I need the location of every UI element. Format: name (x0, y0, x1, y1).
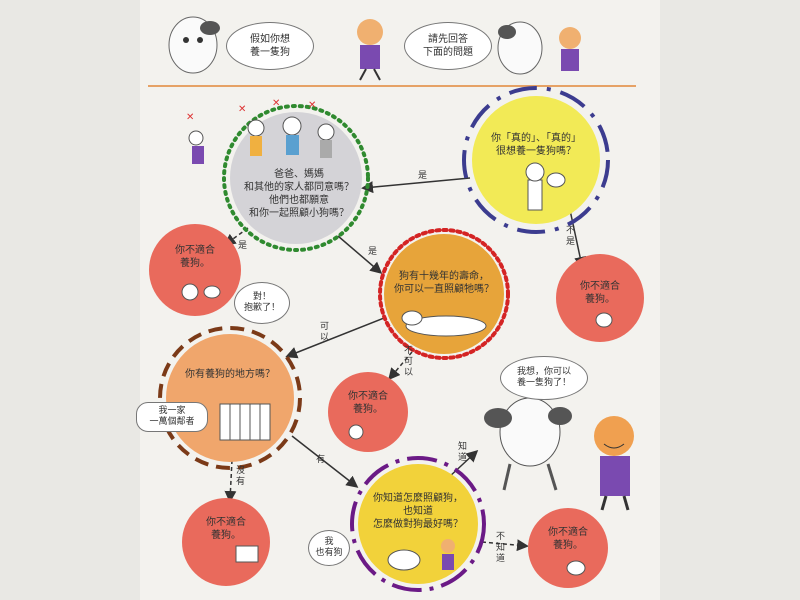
edge-label-have: 有 (316, 455, 326, 465)
node-place-ring (158, 326, 302, 470)
edge-label-yes-2: 是 (238, 241, 248, 251)
header-bubble-left-text: 假如你想 養一隻狗 (250, 34, 290, 58)
edge-label-know: 知 道 (458, 442, 468, 463)
small-cage-illustration (235, 545, 259, 563)
header-dog-and-boy-illustration (497, 21, 581, 75)
edge-label-dont-know: 不 知 道 (496, 532, 506, 564)
result-not-suitable-1-fill (149, 224, 241, 316)
dog-cage-illustration (219, 403, 271, 441)
svg-text:✕: ✕ (272, 98, 280, 109)
header-bubble-right: 請先回答 下面的問題 (404, 22, 492, 70)
result-not-suitable-5-text: 你不適合 養狗。 (548, 527, 588, 551)
header-bubble-right-text: 請先回答 下面的問題 (423, 34, 473, 58)
edge-label-not-ok: 不 可 以 (404, 346, 414, 378)
edge-label-yes-3: 是 (368, 247, 378, 257)
speech-sorry-text: 對！ 抱歉了！ (243, 292, 280, 313)
svg-text:✕: ✕ (308, 100, 316, 111)
result-not-suitable-5-fill (528, 508, 608, 588)
result-not-suitable-3-fill (328, 372, 408, 452)
node-ten-years-text: 狗有十幾年的壽命， 你可以一直照顧牠嗎？ (394, 271, 494, 295)
kid-face-illustration (348, 424, 364, 440)
svg-text:✕: ✕ (186, 112, 194, 123)
small-dog-illustration (595, 312, 613, 328)
node-family-agree-text: 爸爸、媽媽 和其他的家人都同意嗎？ 他們也都願意 和你一起照顧小狗嗎？ (244, 169, 354, 219)
result-not-suitable-4-text: 你不適合 養狗。 (206, 517, 246, 541)
edge-label-no-place: 沒 有 (236, 466, 246, 487)
speech-also-dog-text: 我 也有狗 (315, 537, 343, 558)
result-not-suitable-2-fill (556, 254, 644, 342)
node-place-text: 你有養狗的地方嗎？ (185, 369, 275, 380)
header-dog-illustration (168, 16, 220, 74)
node-place-fill (166, 334, 294, 462)
result-not-suitable-2-text: 你不適合 養狗。 (580, 281, 620, 305)
speech-sorry: 對！ 抱歉了！ (234, 282, 290, 324)
family-members-illustration (247, 116, 335, 158)
lying-dog-illustration (401, 310, 487, 337)
boy-with-dog-illustration (525, 162, 566, 211)
speech-cage: 我一家 一萬個鄰者 (136, 402, 208, 432)
result-not-suitable-3-text: 你不適合 養狗。 (348, 391, 388, 415)
result-not-suitable-1-text: 你不適合 養狗。 (175, 245, 215, 269)
speech-cage-text: 我一家 一萬個鄰者 (149, 406, 195, 427)
node-know-care-text: 你知道怎麼照顧狗， 也知道 怎麼做對狗最好嗎？ (373, 493, 463, 530)
node-really-want-ring (462, 86, 610, 234)
big-dog-and-boy-illustration (484, 397, 634, 511)
kid-walking-dog-illustration (387, 539, 455, 571)
node-really-want-fill (472, 96, 600, 224)
node-really-want-text: 你「真的」、「真的」 很想養一隻狗嗎？ (491, 133, 581, 157)
edge-label-no-1: 不 是 (566, 226, 576, 247)
speech-dog-welcome: 我想，你可以 養一隻狗了！ (500, 356, 588, 400)
node-family-agree-ring (222, 104, 370, 252)
edge-label-yes-1: 是 (418, 171, 428, 181)
svg-text:✕: ✕ (238, 104, 246, 115)
header-boy-illustration (357, 19, 383, 81)
small-dog-2-illustration (566, 560, 586, 576)
node-ten-years-ring (378, 228, 510, 360)
edge-label-ok: 可 以 (320, 322, 330, 343)
stray-child-illustration: ✕ ✕ ✕ ✕ (186, 98, 316, 164)
speech-also-dog: 我 也有狗 (308, 530, 350, 566)
speech-dog-welcome-text: 我想，你可以 養一隻狗了！ (516, 367, 571, 388)
header-bubble-left: 假如你想 養一隻狗 (226, 22, 314, 70)
node-know-care-ring (350, 456, 486, 592)
sad-kid-with-dog-illustration (181, 283, 221, 301)
result-not-suitable-4-fill (182, 498, 270, 586)
